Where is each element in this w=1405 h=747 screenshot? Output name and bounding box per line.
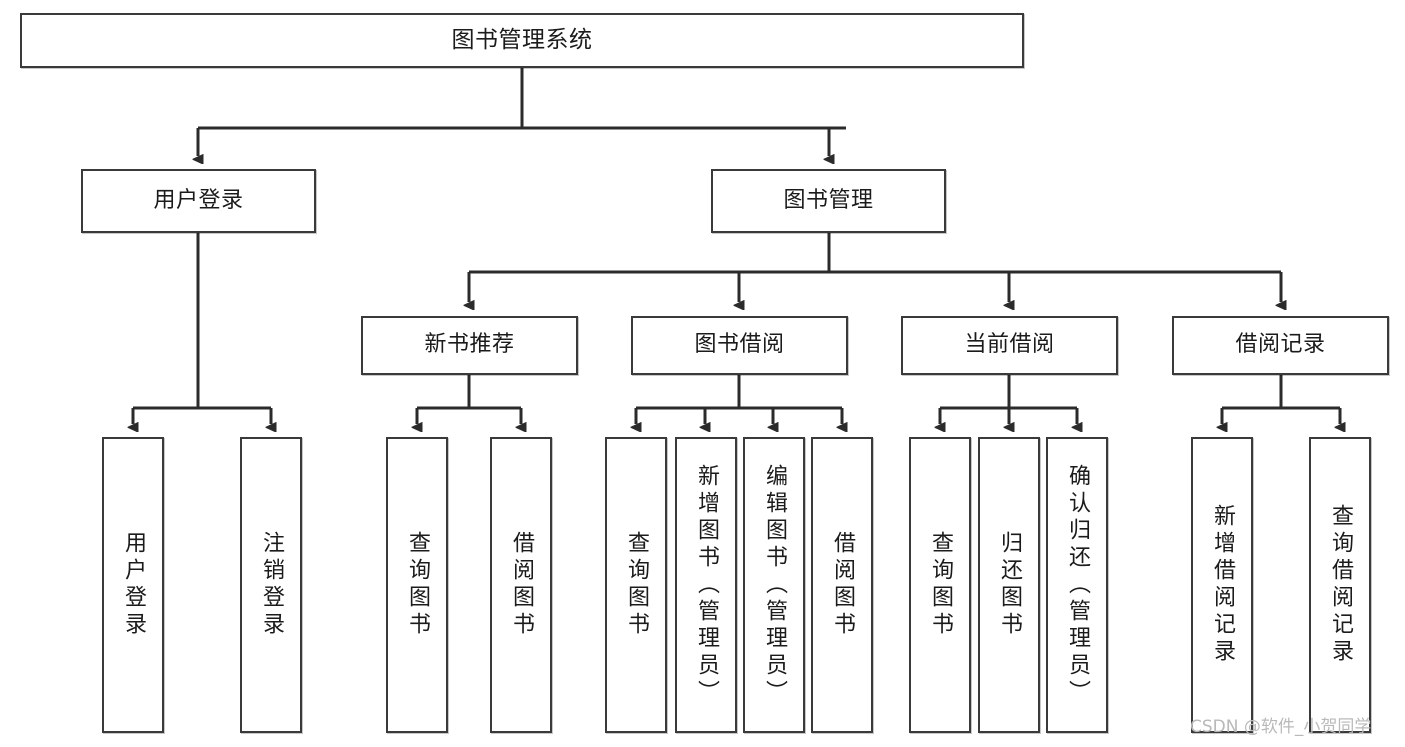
node-new-book-recommend-label: 新书推荐 [424,332,515,358]
node-current-borrow-label: 当前借阅 [964,332,1055,358]
node-leaf-query-record-label: 查询借阅记录 [1328,504,1353,666]
node-leaf-add-book-label: 新增图书（管理员） [694,463,719,707]
node-book-manage[interactable]: 图书管理 [711,169,946,233]
node-leaf-query-record[interactable]: 查询借阅记录 [1309,437,1371,733]
node-leaf-borrow-book-1[interactable]: 借阅图书 [490,437,552,733]
node-leaf-query-book-3[interactable]: 查询图书 [909,437,971,733]
node-leaf-add-record[interactable]: 新增借阅记录 [1191,437,1253,733]
node-leaf-confirm-return-label: 确认归还（管理员） [1065,463,1090,707]
node-leaf-user-login-label: 用户登录 [121,531,146,639]
node-new-book-recommend[interactable]: 新书推荐 [361,316,578,375]
node-borrow-record-label: 借阅记录 [1235,332,1326,358]
node-leaf-borrow-book-1-label: 借阅图书 [509,531,534,639]
node-leaf-borrow-book-2-label: 借阅图书 [830,531,855,639]
node-book-borrow[interactable]: 图书借阅 [631,316,848,375]
node-book-borrow-label: 图书借阅 [694,332,785,358]
node-leaf-query-book-2-label: 查询图书 [624,531,649,639]
node-current-borrow[interactable]: 当前借阅 [901,316,1118,375]
node-leaf-confirm-return[interactable]: 确认归还（管理员） [1046,437,1108,733]
node-leaf-add-record-label: 新增借阅记录 [1210,504,1235,666]
node-root-system[interactable]: 图书管理系统 [20,13,1024,68]
watermark-text: CSDN @软件_小贺同学 [1190,717,1372,737]
node-leaf-logout[interactable]: 注销登录 [240,437,302,733]
node-root-system-label: 图书管理系统 [451,26,593,53]
node-leaf-query-book-1[interactable]: 查询图书 [386,437,448,733]
node-leaf-user-login[interactable]: 用户登录 [102,437,164,733]
node-leaf-return-book-label: 归还图书 [997,531,1022,639]
node-leaf-edit-book-label: 编辑图书（管理员） [762,463,787,707]
node-book-manage-label: 图书管理 [783,187,874,213]
node-leaf-return-book[interactable]: 归还图书 [978,437,1040,733]
node-leaf-add-book[interactable]: 新增图书（管理员） [675,437,737,733]
node-leaf-query-book-2[interactable]: 查询图书 [605,437,667,733]
node-borrow-record[interactable]: 借阅记录 [1172,316,1389,375]
node-leaf-logout-label: 注销登录 [259,531,284,639]
node-user-login[interactable]: 用户登录 [81,169,316,233]
node-leaf-query-book-1-label: 查询图书 [405,531,430,639]
node-leaf-query-book-3-label: 查询图书 [928,531,953,639]
node-leaf-edit-book[interactable]: 编辑图书（管理员） [743,437,805,733]
node-leaf-borrow-book-2[interactable]: 借阅图书 [811,437,873,733]
node-user-login-label: 用户登录 [153,187,244,213]
